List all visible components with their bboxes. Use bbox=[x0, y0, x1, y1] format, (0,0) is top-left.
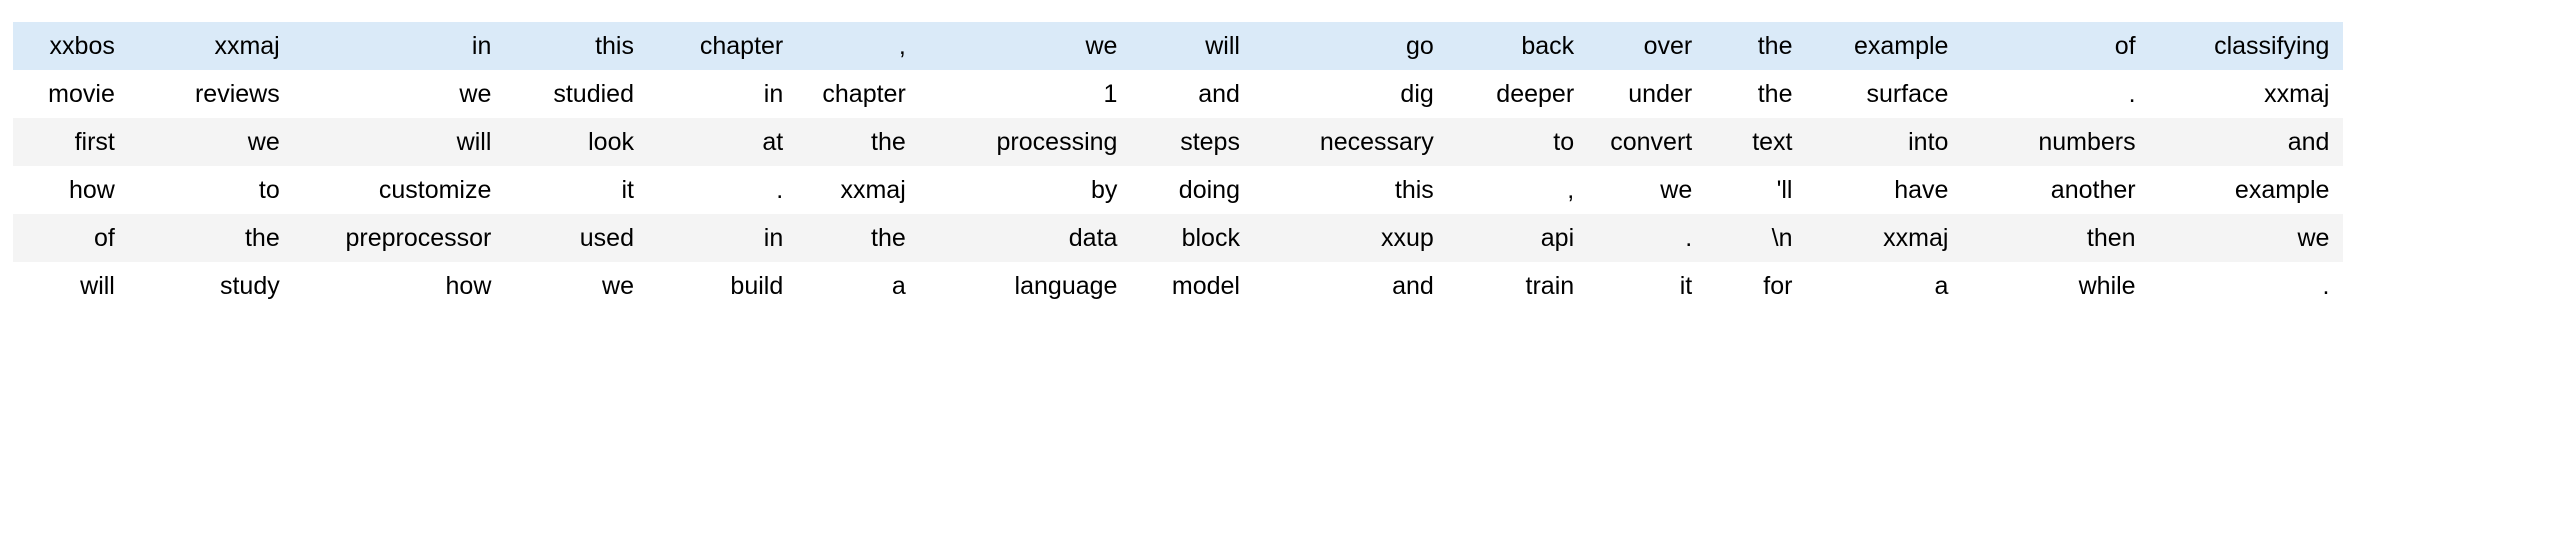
table-cell: studied bbox=[505, 70, 648, 118]
table-cell: of bbox=[13, 214, 129, 262]
table-cell: chapter bbox=[797, 70, 920, 118]
table-cell: xxmaj bbox=[1806, 214, 1963, 262]
table-cell: under bbox=[1588, 70, 1707, 118]
table-cell: . bbox=[2149, 262, 2344, 310]
table-cell: go bbox=[1253, 22, 1448, 70]
table-cell: in bbox=[647, 70, 798, 118]
table-cell: xxmaj bbox=[797, 166, 920, 214]
table-row: will study how we build a language model… bbox=[13, 262, 2553, 310]
table-cell: and bbox=[1131, 70, 1254, 118]
table-cell: then bbox=[1962, 214, 2150, 262]
table-cell: we bbox=[2149, 214, 2344, 262]
table-cell: we bbox=[1588, 166, 1707, 214]
table-row: of the preprocessor used in the data blo… bbox=[13, 214, 2553, 262]
table-cell: , bbox=[1447, 166, 1589, 214]
table-cell: 1 bbox=[919, 70, 1132, 118]
table-cell: dig bbox=[1253, 70, 1448, 118]
table-cell: steps bbox=[1131, 118, 1254, 166]
table-cell: preprocessor bbox=[293, 214, 506, 262]
table-row: xxbos xxmaj in this chapter , we will go… bbox=[13, 22, 2553, 70]
table-cell: this bbox=[1253, 166, 1448, 214]
table-cell: model bbox=[1131, 262, 1254, 310]
table-cell: we bbox=[128, 118, 294, 166]
table-cell: a bbox=[1806, 262, 1963, 310]
table-cell: convert bbox=[1588, 118, 1707, 166]
table-cell: customize bbox=[293, 166, 506, 214]
table-cell: in bbox=[647, 214, 798, 262]
table-cell: chapter bbox=[647, 22, 798, 70]
table-cell: . bbox=[647, 166, 798, 214]
table-cell: surface bbox=[1806, 70, 1963, 118]
table-cell: train bbox=[1447, 262, 1589, 310]
table-cell: another bbox=[1962, 166, 2150, 214]
table-cell: we bbox=[505, 262, 648, 310]
table-cell: used bbox=[505, 214, 648, 262]
table-cell: . bbox=[1588, 214, 1707, 262]
table-cell: the bbox=[128, 214, 294, 262]
table-cell: 'll bbox=[1706, 166, 1807, 214]
table-cell: example bbox=[1806, 22, 1963, 70]
table-row: first we will look at the processing ste… bbox=[13, 118, 2553, 166]
token-table-body: xxbos xxmaj in this chapter , we will go… bbox=[13, 22, 2553, 310]
table-cell: by bbox=[919, 166, 1132, 214]
table-cell: and bbox=[2149, 118, 2344, 166]
table-cell: will bbox=[1131, 22, 1254, 70]
table-cell: numbers bbox=[1962, 118, 2150, 166]
table-cell: will bbox=[13, 262, 129, 310]
table-cell: xxbos bbox=[13, 22, 129, 70]
table-cell: necessary bbox=[1253, 118, 1448, 166]
table-cell: will bbox=[293, 118, 506, 166]
table-cell: while bbox=[1962, 262, 2150, 310]
table-cell: block bbox=[1131, 214, 1254, 262]
token-table: xxbos xxmaj in this chapter , we will go… bbox=[13, 22, 2553, 310]
table-row: how to customize it . xxmaj by doing thi… bbox=[13, 166, 2553, 214]
table-cell: classifying bbox=[2149, 22, 2344, 70]
table-cell: example bbox=[2149, 166, 2344, 214]
table-cell: the bbox=[1706, 70, 1807, 118]
table-cell: xxmaj bbox=[128, 22, 294, 70]
table-cell: to bbox=[128, 166, 294, 214]
table-cell: for bbox=[1706, 262, 1807, 310]
table-cell: it bbox=[1588, 262, 1707, 310]
table-cell: data bbox=[919, 214, 1132, 262]
table-cell: the bbox=[797, 118, 920, 166]
table-cell: how bbox=[293, 262, 506, 310]
table-cell: of bbox=[1962, 22, 2150, 70]
table-cell: study bbox=[128, 262, 294, 310]
table-cell: xxup bbox=[1253, 214, 1448, 262]
table-cell: deeper bbox=[1447, 70, 1589, 118]
table-cell: text bbox=[1706, 118, 1807, 166]
table-cell: we bbox=[293, 70, 506, 118]
table-cell: at bbox=[647, 118, 798, 166]
table-cell: have bbox=[1806, 166, 1963, 214]
table-cell: this bbox=[505, 22, 648, 70]
table-cell: back bbox=[1447, 22, 1589, 70]
table-cell: movie bbox=[13, 70, 129, 118]
table-cell: we bbox=[919, 22, 1132, 70]
table-cell: api bbox=[1447, 214, 1589, 262]
table-cell: \n bbox=[1706, 214, 1807, 262]
table-cell: first bbox=[13, 118, 129, 166]
table-cell: , bbox=[797, 22, 920, 70]
table-cell: in bbox=[293, 22, 506, 70]
table-cell: build bbox=[647, 262, 798, 310]
table-cell: xxmaj bbox=[2149, 70, 2344, 118]
table-cell: the bbox=[797, 214, 920, 262]
table-cell: look bbox=[505, 118, 648, 166]
table-row: movie reviews we studied in chapter 1 an… bbox=[13, 70, 2553, 118]
table-cell: processing bbox=[919, 118, 1132, 166]
table-cell: into bbox=[1806, 118, 1963, 166]
table-cell: how bbox=[13, 166, 129, 214]
table-cell: doing bbox=[1131, 166, 1254, 214]
table-cell: reviews bbox=[128, 70, 294, 118]
table-cell: a bbox=[797, 262, 920, 310]
table-cell: . bbox=[1962, 70, 2150, 118]
table-cell: the bbox=[1706, 22, 1807, 70]
table-cell: it bbox=[505, 166, 648, 214]
table-cell: to bbox=[1447, 118, 1589, 166]
table-cell: language bbox=[919, 262, 1132, 310]
table-cell: over bbox=[1588, 22, 1707, 70]
table-cell: and bbox=[1253, 262, 1448, 310]
